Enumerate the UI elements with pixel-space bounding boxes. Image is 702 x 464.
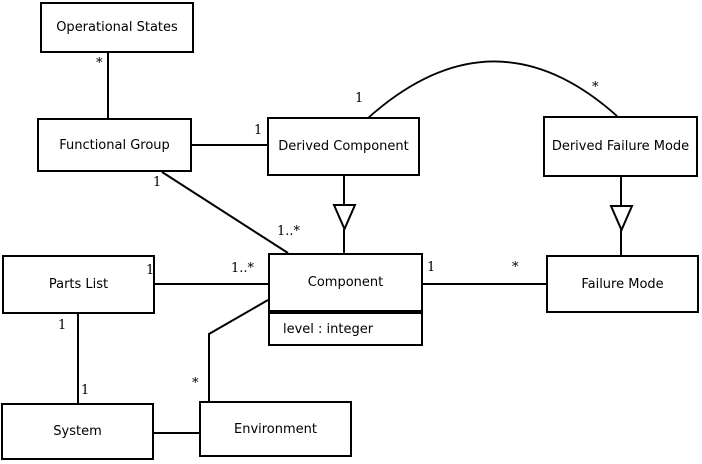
class-component[interactable]: Component level : integer	[268, 253, 423, 346]
multiplicity-partslist-component-onestar: 1..*	[231, 261, 255, 276]
multiplicity-environment-star: *	[192, 376, 199, 391]
multiplicity-component-failuremode-one: 1	[427, 260, 436, 275]
multiplicity-arc-derivedfailuremode-star: *	[592, 80, 599, 95]
multiplicity-functionalgroup-one: 1	[153, 175, 162, 190]
class-parts-list[interactable]: Parts List	[2, 255, 155, 314]
class-name-operational-states: Operational States	[56, 20, 178, 35]
multiplicity-component-onestar: 1..*	[277, 224, 301, 239]
multiplicity-partslist-system-top-one: 1	[58, 318, 67, 333]
multiplicity-partslist-one: 1	[146, 263, 155, 278]
class-name-functional-group: Functional Group	[59, 137, 170, 153]
connector-arc-derivedcomponent-derivedfailuremode[interactable]	[367, 60, 618, 119]
class-functional-group[interactable]: Functional Group	[37, 118, 192, 172]
generalization-triangle-component[interactable]	[332, 204, 357, 232]
class-attribute-component-level: level : integer	[283, 321, 374, 337]
class-name-failure-mode: Failure Mode	[581, 276, 664, 292]
multiplicity-component-failuremode-star: *	[512, 260, 519, 275]
class-system[interactable]: System	[1, 403, 154, 460]
class-environment[interactable]: Environment	[199, 401, 352, 457]
multiplicity-derivedcomponent-one: 1	[254, 123, 263, 138]
connector-component-environment[interactable]	[208, 299, 269, 401]
multiplicity-partslist-system-bottom-one: 1	[81, 383, 90, 398]
multiplicity-opstates-star: *	[96, 56, 103, 71]
class-name-component: Component	[270, 255, 421, 314]
multiplicity-arc-derivedcomponent-one: 1	[355, 91, 364, 106]
class-name-derived-failure-mode: Derived Failure Mode	[551, 139, 690, 154]
class-name-parts-list: Parts List	[48, 277, 109, 292]
class-operational-states[interactable]: Operational States	[40, 2, 194, 53]
class-name-system: System	[53, 424, 102, 439]
connector-functionalgroup-component[interactable]	[161, 171, 289, 254]
class-derived-failure-mode[interactable]: Derived Failure Mode	[543, 116, 698, 177]
class-name-environment: Environment	[233, 421, 317, 437]
generalization-triangle-failuremode[interactable]	[609, 205, 634, 233]
class-name-derived-component: Derived Component	[278, 139, 409, 154]
class-derived-component[interactable]: Derived Component	[267, 117, 420, 176]
class-failure-mode[interactable]: Failure Mode	[546, 255, 699, 313]
